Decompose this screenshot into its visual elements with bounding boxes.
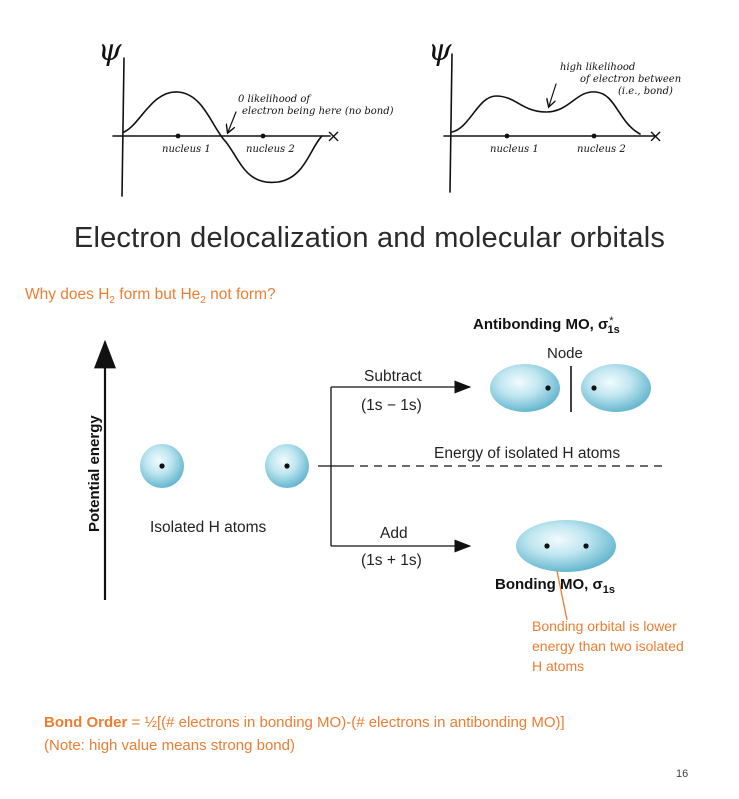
bonding-nucleus-left (544, 543, 550, 549)
slide-title: Electron delocalization and molecular or… (73, 222, 666, 254)
subtract-formula: (1s − 1s) (361, 397, 422, 414)
callout-line-1: Bonding orbital is lower (532, 618, 677, 634)
add-formula: (1s + 1s) (361, 552, 422, 569)
sketch-right-x-mark: × (648, 126, 663, 147)
sketch-right-y-axis (449, 53, 453, 193)
sketch-antibonding (112, 57, 331, 197)
sketch-right-wave (451, 91, 641, 135)
subtract-label: Subtract (364, 368, 422, 385)
sketch-left-nucleus-2-dot (260, 133, 266, 139)
antibonding-lobe-left (490, 364, 560, 412)
sketch-right-annotation-1: high likelihood (560, 62, 635, 73)
antibonding-mo-label: Antibonding MO, σ*1s (473, 315, 620, 336)
sketch-right-psi: ψ (428, 33, 452, 68)
sketch-left-annotation-1: 0 likelihood of (238, 94, 312, 105)
sketch-right-nucleus-2-label: nucleus 2 (577, 144, 626, 155)
sketch-left-psi: ψ (98, 33, 122, 68)
isolated-h-atom-2-nucleus (284, 463, 290, 469)
isolated-h-atom-1-nucleus (159, 463, 165, 469)
callout-line-2: energy than two isolated (532, 638, 684, 654)
callout-line-3: H atoms (532, 658, 585, 674)
sketch-left-nucleus-2-label: nucleus 2 (246, 144, 295, 155)
sketch-left-nucleus-1-dot (175, 133, 181, 139)
bond-order-label: Bond Order (44, 714, 128, 731)
sketch-left-pointer (228, 111, 237, 132)
antibonding-nucleus-left (545, 385, 551, 391)
antibonding-nucleus-right (591, 385, 597, 391)
potential-energy-label: Potential energy (86, 415, 103, 532)
callout-pointer (556, 570, 568, 620)
mo-energy-diagram: Potential energy Isolated H atoms Energy… (86, 315, 664, 620)
sketch-right-annotation-3: (i.e., bond) (618, 86, 673, 97)
bond-order-formula: Bond Order = ½[(# electrons in bonding M… (44, 714, 565, 731)
bonding-nucleus-right (583, 543, 589, 549)
sketch-left-annotation-2: electron being here (no bond) (242, 106, 394, 117)
sketch-right-nucleus-1-label: nucleus 1 (490, 144, 539, 155)
sketch-right-nucleus-1-dot (504, 133, 510, 139)
bonding-callout: Bonding orbital is lower energy than two… (532, 616, 727, 676)
question-text: Why does H2 form but He2 not form? (25, 286, 276, 307)
sketch-left-y-axis (121, 57, 125, 197)
antibonding-lobe-right (581, 364, 651, 412)
sketch-left-nucleus-1-label: nucleus 1 (162, 144, 211, 155)
node-label: Node (547, 345, 583, 362)
sketch-left-x-mark: × (326, 126, 341, 147)
sketch-bonding (443, 53, 656, 193)
bonding-mo-label: Bonding MO, σ1s (495, 576, 615, 596)
bond-order-expression: = ½[(# electrons in bonding MO)-(# elect… (127, 714, 565, 731)
add-label: Add (380, 525, 408, 542)
bonding-orbital (516, 520, 616, 572)
page-number: 16 (676, 768, 689, 780)
energy-line-label: Energy of isolated H atoms (434, 445, 620, 462)
wavefunction-sketches: ψ × 0 likelihood of electron being here … (98, 33, 681, 197)
bond-order-note: (Note: high value means strong bond) (44, 737, 295, 754)
sketch-right-pointer (549, 83, 557, 106)
isolated-atoms-label: Isolated H atoms (150, 519, 267, 536)
sketch-left-wave (123, 91, 323, 184)
sketch-right-nucleus-2-dot (591, 133, 597, 139)
sketch-right-annotation-2: of electron between (580, 74, 681, 85)
